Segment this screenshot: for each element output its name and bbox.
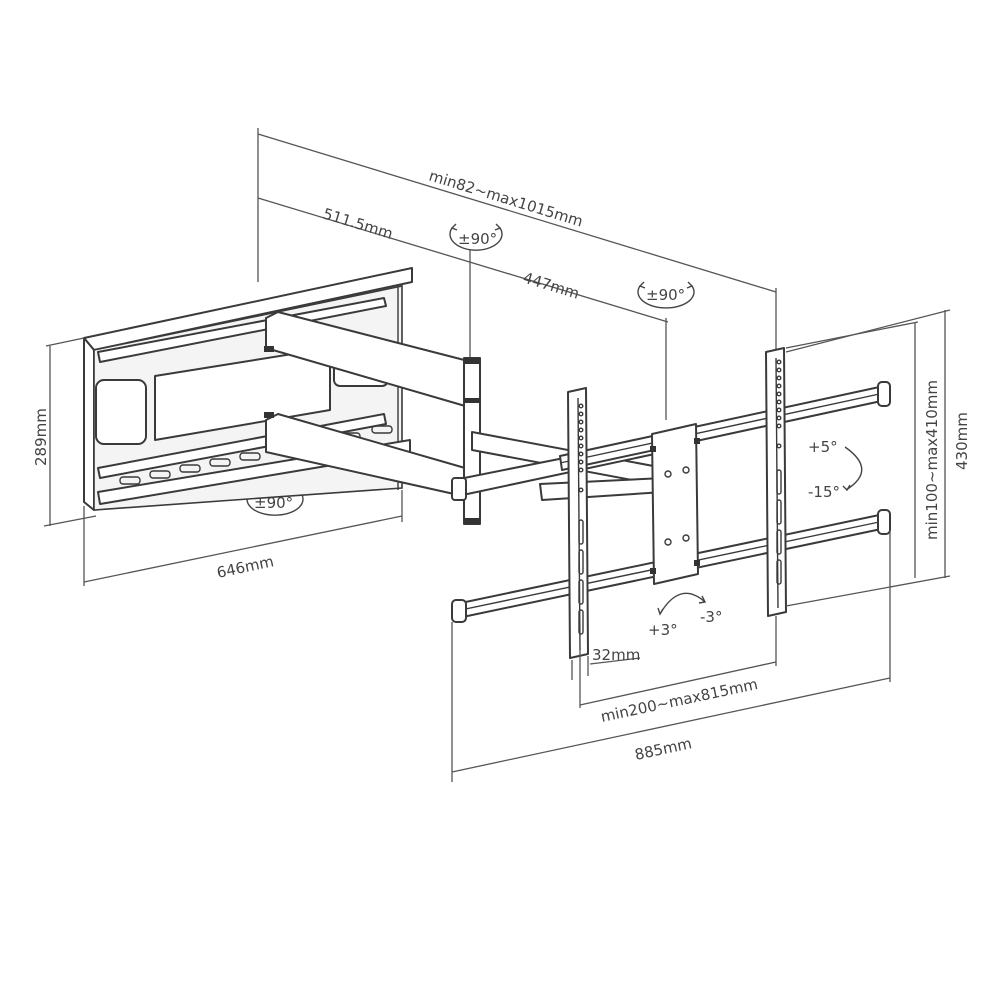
second-arm-label: 447mm: [521, 269, 582, 303]
tilt-up-label: +5°: [808, 438, 838, 456]
rail-width-label: 885mm: [633, 734, 693, 764]
middle-pivot-label: ±90°: [458, 230, 497, 248]
level-plus-label: +3°: [648, 621, 678, 639]
first-arm-label: 511.5mm: [321, 205, 395, 243]
tilt-rotation-icon: +5° -15°: [808, 438, 863, 501]
wall-plate-dimensions: [43, 337, 403, 586]
level-minus-label: -3°: [700, 608, 722, 626]
top-dimensions: [257, 128, 777, 420]
center-head-plate: [650, 423, 700, 585]
bottom-dimensions: [451, 616, 891, 782]
head-pivot-label: ±90°: [646, 286, 685, 304]
bracket-height-dimensions: [785, 309, 951, 682]
total-extension-label: min82~max1015mm: [427, 167, 585, 231]
level-rotation-icon: +3° -3°: [648, 592, 722, 639]
head-pivot-rotation-icon: ±90°: [637, 281, 695, 309]
left-vertical-bracket: [567, 387, 589, 659]
right-vertical-bracket: [765, 347, 787, 617]
tilt-down-label: -15°: [808, 483, 840, 501]
vertical-hole-spacing-label: min100~max410mm: [923, 380, 941, 540]
bracket-height-label: 430mm: [953, 412, 971, 470]
rail-thickness-label: 32mm: [592, 646, 640, 664]
upper-rail: [559, 381, 891, 471]
wall-plate-width-label: 646mm: [215, 552, 275, 582]
middle-pivot-rotation-icon: ±90°: [449, 223, 503, 251]
wall-plate-height-label: 289mm: [32, 408, 50, 466]
